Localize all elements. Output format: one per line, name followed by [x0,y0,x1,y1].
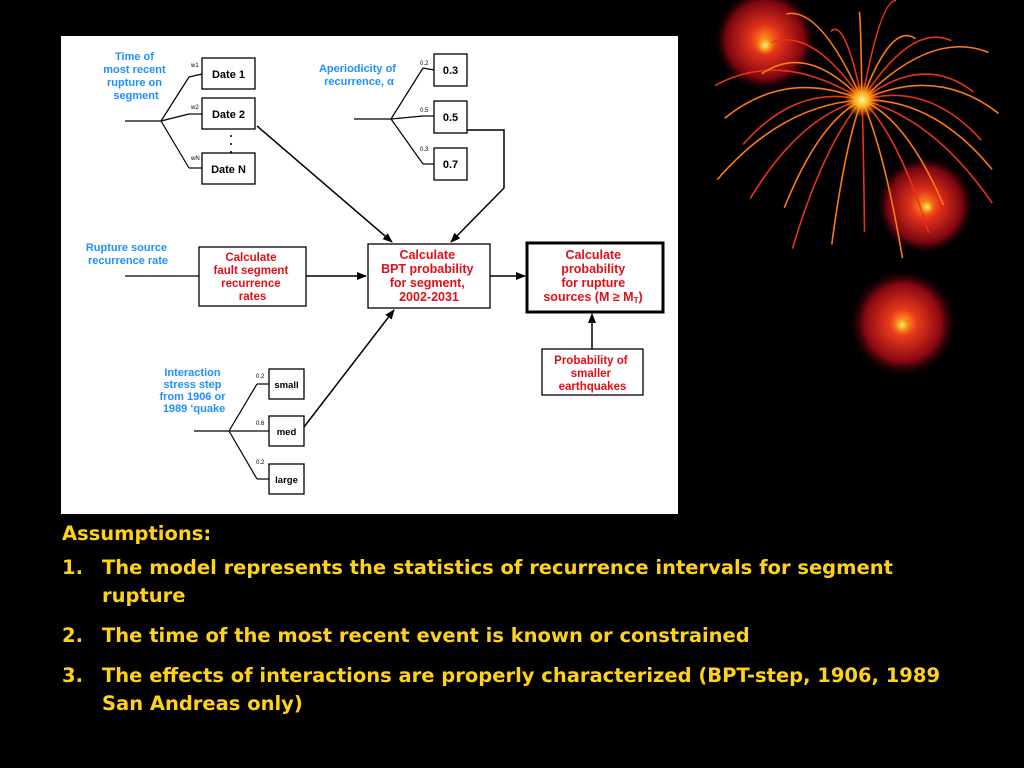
alpha-tree-branches [354,67,435,165]
assumption-number: 1. [62,556,83,579]
assumption-number: 2. [62,624,83,647]
assumptions-section: Assumptions: 1. The model represents the… [62,520,942,730]
flow-diagram: Time of most recent rupture on segment w… [61,36,678,514]
assumption-text: The model represents the statistics of r… [102,556,893,607]
assumption-item-2: 2. The time of the most recent event is … [62,622,942,650]
aperiodicity-label: Aperiodicity of recurrence, α [319,63,399,88]
assumptions-list: 1. The model represents the statistics o… [62,554,942,718]
step-tree-branches [194,383,269,480]
burst-center-glow [844,82,880,118]
alpha-0.3-label: 0.3 [443,65,458,77]
burst-ray [861,0,897,101]
assumption-text: The effects of interactions are properly… [102,664,941,715]
time-of-rupture-label: Time of most recent rupture on segment [103,51,168,102]
alpha-0.3-box [433,53,468,87]
step-large-box [268,463,305,495]
burst-ray [791,99,863,249]
burst-ray [768,39,863,101]
flow-arrows [256,125,596,428]
orb-right-glow [919,199,935,215]
burst-ray [861,45,989,101]
step-med-weight: 0.6 [256,421,265,427]
alpha-0.5-box [433,100,468,134]
burst-ray [861,84,1000,115]
burst-ray [861,94,982,141]
rupture-source-label: Rupture source recurrence rate [86,242,170,267]
ellipsis-dots [230,135,232,153]
step-med-box [268,415,305,447]
date-n-weight: wN [190,156,200,162]
calc-fault-segment-box [198,246,307,307]
step-large-label: large [275,475,298,486]
alpha-0.5-weight: 0.5 [420,108,429,114]
date-2-weight: w2 [190,105,199,111]
burst-ray [861,36,952,101]
calc-rupture-sources-text: Calculate probability for rupture source… [543,248,642,305]
alpha-0.5-label: 0.5 [443,112,458,124]
burst-ray [786,12,863,101]
alpha-0.7-weight: 0.3 [420,147,429,153]
burst-ray [749,99,863,200]
step-small-label: small [274,380,298,391]
burst-ray [714,69,863,101]
burst-ray [716,99,863,181]
arrow-alpha-to-bpt [450,129,505,243]
date-n-box [201,152,256,185]
calc-fault-segment-text: Calculate fault segment recurrence rates [214,252,292,303]
date-2-label: Date 2 [212,109,245,121]
assumptions-heading: Assumptions: [62,522,212,545]
alpha-0.3-weight: 0.2 [420,61,429,67]
step-large-weight: 0.2 [256,460,265,466]
orb-top-glow [755,35,775,55]
date-1-weight: w1 [190,63,199,69]
arrow-date-to-bpt [256,125,393,243]
date-n-label: Date N [211,164,246,176]
step-small-weight: 0.2 [256,374,265,380]
date-1-label: Date 1 [212,69,245,81]
interaction-label: Interaction stress step from 1906 or 198… [159,367,228,415]
calc-rupture-sources-box [525,241,665,314]
burst-ray [724,86,863,119]
assumption-number: 3. [62,664,83,687]
calc-bpt-text: Calculate BPT probability for segment, 2… [381,248,477,304]
assumption-item-3: 3. The effects of interactions are prope… [62,662,942,718]
date-1-box [201,57,256,90]
orb-bottom-glow [893,316,911,334]
step-med-label: med [277,427,297,438]
prob-smaller-box [541,348,644,396]
alpha-0.7-box [433,147,468,181]
prob-smaller-text: Probability of smaller earthquakes [554,355,631,393]
alpha-0.7-label: 0.7 [443,159,458,171]
step-small-box [268,368,305,400]
burst-ray [861,99,866,232]
assumption-item-1: 1. The model represents the statistics o… [62,554,942,610]
date-2-box [201,97,256,130]
arrow-step-to-bpt [303,309,395,428]
assumption-text: The time of the most recent event is kno… [102,624,750,647]
date-tree-branches [125,73,203,169]
